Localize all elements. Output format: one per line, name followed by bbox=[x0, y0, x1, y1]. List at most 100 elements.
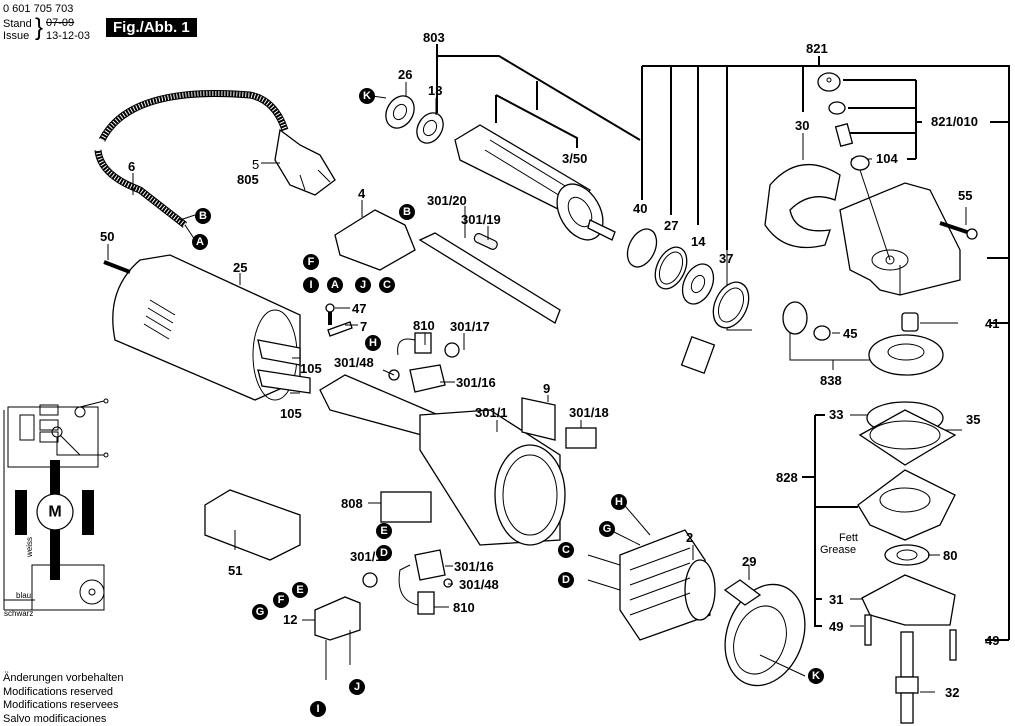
svg-text:J: J bbox=[354, 681, 360, 693]
connector-b-switch: B bbox=[399, 204, 415, 220]
label-30: 30 bbox=[795, 118, 809, 133]
svg-text:D: D bbox=[380, 547, 388, 559]
part-45-nut bbox=[814, 326, 830, 340]
svg-text:I: I bbox=[309, 279, 312, 291]
part-301-18-cover bbox=[566, 428, 596, 448]
carbon-brush bbox=[682, 337, 715, 373]
part-301-19-spring bbox=[473, 232, 499, 250]
label-25: 25 bbox=[233, 260, 247, 275]
svg-text:A: A bbox=[196, 236, 204, 248]
svg-text:H: H bbox=[615, 496, 623, 508]
label-301-19: 301/19 bbox=[461, 212, 501, 227]
part-838-pinion bbox=[783, 302, 807, 334]
motor-symbol: M bbox=[48, 504, 61, 521]
part-810-carbon-brush-b bbox=[418, 592, 434, 614]
connector-k-top: K bbox=[359, 88, 375, 104]
connector-k-baffle: K bbox=[808, 668, 824, 684]
part-821-gear-head bbox=[840, 183, 960, 295]
part-104-oring bbox=[851, 156, 869, 170]
label-14: 14 bbox=[691, 234, 706, 249]
part-301-17-spring-b bbox=[363, 573, 377, 587]
part-301-16-holder-b bbox=[415, 550, 445, 580]
label-2: 2 bbox=[686, 530, 693, 545]
svg-text:K: K bbox=[812, 670, 820, 682]
connector-g-stator: G bbox=[599, 521, 615, 537]
connector-f-module: F bbox=[273, 592, 289, 608]
label-29: 29 bbox=[742, 554, 756, 569]
svg-text:D: D bbox=[562, 574, 570, 586]
part-838-crown-gear bbox=[869, 335, 943, 375]
part-50-screw bbox=[104, 262, 130, 272]
part-9-label bbox=[522, 398, 555, 440]
label-31: 31 bbox=[829, 592, 843, 607]
svg-text:I: I bbox=[316, 703, 319, 715]
label-810: 810 bbox=[413, 318, 435, 333]
label-55: 55 bbox=[958, 188, 972, 203]
label-45: 45 bbox=[843, 326, 857, 341]
label-301-20: 301/20 bbox=[427, 193, 467, 208]
connector-g-module: G bbox=[252, 604, 268, 620]
part-51-module bbox=[205, 490, 300, 560]
part-13-bearing bbox=[412, 108, 449, 148]
svg-text:J: J bbox=[360, 279, 366, 291]
label-33: 33 bbox=[829, 407, 843, 422]
connector-d-stator: D bbox=[558, 572, 574, 588]
label-301-48-b: 301/48 bbox=[459, 577, 499, 592]
connector-j-capacitor: J bbox=[349, 679, 365, 695]
plug bbox=[275, 130, 335, 195]
part-821-010-spring bbox=[829, 102, 845, 114]
svg-text:F: F bbox=[308, 256, 315, 268]
label-810-b: 810 bbox=[453, 600, 475, 615]
label-803: 803 bbox=[423, 30, 445, 45]
label-49-b: 49 bbox=[985, 633, 999, 648]
part-40-circlip bbox=[622, 224, 662, 271]
label-3-50: 3/50 bbox=[562, 151, 587, 166]
label-41: 41 bbox=[985, 316, 999, 331]
label-104: 104 bbox=[876, 151, 898, 166]
svg-text:C: C bbox=[562, 544, 570, 556]
part-26-bearing bbox=[380, 91, 420, 133]
bracket-821-010 bbox=[843, 80, 1009, 159]
connector-e-brush: E bbox=[376, 523, 392, 539]
part-30-guard bbox=[765, 165, 840, 248]
label-7: 7 bbox=[360, 319, 367, 334]
label-35: 35 bbox=[966, 412, 980, 427]
label-301-1: 301/1 bbox=[475, 405, 508, 420]
label-828: 828 bbox=[776, 470, 798, 485]
label-6: 6 bbox=[128, 159, 135, 174]
part-808-label bbox=[381, 492, 431, 522]
connector-e-module: E bbox=[292, 582, 308, 598]
part-12-capacitor bbox=[315, 597, 360, 640]
label-50: 50 bbox=[100, 229, 114, 244]
label-80: 80 bbox=[943, 548, 957, 563]
label-5: 5 bbox=[252, 157, 259, 172]
label-805: 805 bbox=[237, 172, 259, 187]
label-105-b: 105 bbox=[280, 406, 302, 421]
label-821: 821 bbox=[806, 41, 828, 56]
label-4: 4 bbox=[358, 186, 366, 201]
wire-blue-label: blau bbox=[16, 591, 31, 600]
part-810-carbon-brush bbox=[415, 333, 431, 353]
svg-text:G: G bbox=[603, 523, 612, 535]
part-828-flange bbox=[858, 470, 955, 540]
part-49-screw bbox=[865, 615, 871, 645]
label-301-16: 301/16 bbox=[456, 375, 496, 390]
part-80-washer bbox=[885, 545, 929, 565]
svg-text:A: A bbox=[331, 279, 339, 291]
svg-text:G: G bbox=[256, 606, 265, 618]
connector-a-cord: A bbox=[192, 234, 208, 250]
part-301-16-holder bbox=[410, 365, 445, 392]
part-32-spindle bbox=[896, 632, 918, 723]
label-821-010: 821/010 bbox=[931, 114, 978, 129]
part-31-plate bbox=[862, 575, 955, 625]
part-4-switch bbox=[335, 210, 415, 270]
label-105: 105 bbox=[300, 361, 322, 376]
label-49: 49 bbox=[829, 619, 843, 634]
label-47: 47 bbox=[352, 301, 366, 316]
wiring-schematic: M weiss blau schwarz bbox=[4, 399, 108, 618]
label-301-48: 301/48 bbox=[334, 355, 374, 370]
label-37: 37 bbox=[719, 251, 733, 266]
part-25-motor-housing bbox=[113, 255, 310, 400]
label-9: 9 bbox=[543, 381, 550, 396]
